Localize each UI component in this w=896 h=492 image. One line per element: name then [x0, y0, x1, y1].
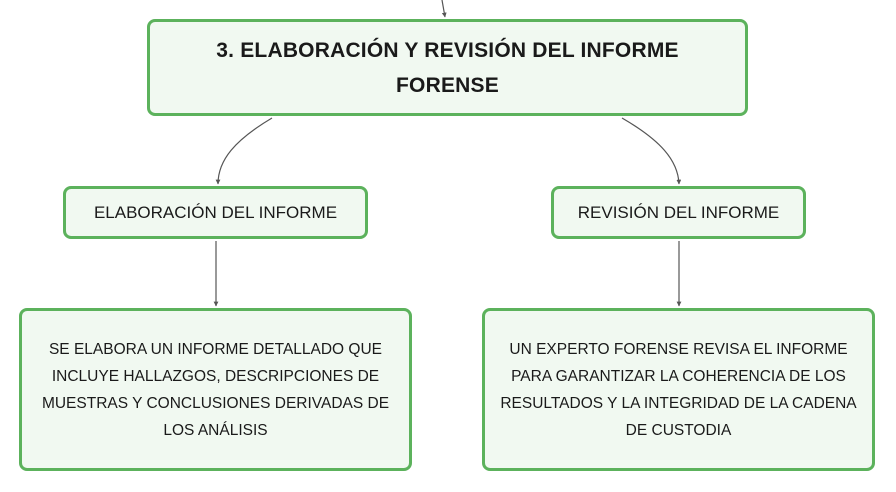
elaboracion-detail-text: SE ELABORA UN INFORME DETALLADO QUE INCL…	[41, 340, 390, 439]
connector-root-to-elaboracion	[215, 117, 273, 185]
elaboracion-node[interactable]: ELABORACIÓN DEL INFORME	[63, 186, 368, 239]
elaboracion-detail-node[interactable]: SE ELABORA UN INFORME DETALLADO QUE INCL…	[19, 308, 412, 471]
revision-node[interactable]: REVISIÓN DEL INFORME	[551, 186, 806, 239]
incoming-connector	[441, 0, 447, 18]
revision-label: REVISIÓN DEL INFORME	[577, 202, 780, 222]
root-topic-title: 3. ELABORACIÓN Y REVISIÓN DEL INFORME FO…	[216, 38, 679, 97]
elaboracion-label: ELABORACIÓN DEL INFORME	[93, 202, 338, 222]
root-topic-node[interactable]: 3. ELABORACIÓN Y REVISIÓN DEL INFORME FO…	[147, 19, 748, 116]
revision-detail-text: UN EXPERTO FORENSE REVISA EL INFORME PAR…	[500, 340, 857, 439]
connector-root-to-revision	[621, 117, 682, 185]
revision-detail-node[interactable]: UN EXPERTO FORENSE REVISA EL INFORME PAR…	[482, 308, 875, 471]
